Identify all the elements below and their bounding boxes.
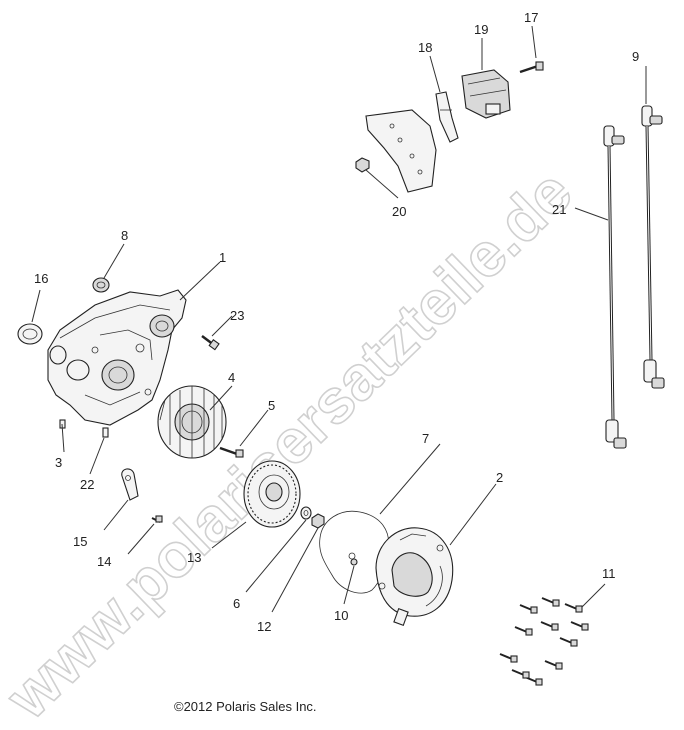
callout-12: 12 xyxy=(257,619,271,634)
callout-9: 9 xyxy=(632,49,639,64)
callout-14: 14 xyxy=(97,554,111,569)
callout-numbers: 1 2 3 4 5 6 7 8 9 10 11 12 13 14 15 16 1… xyxy=(34,10,639,634)
callout-5: 5 xyxy=(268,398,275,413)
callout-4: 4 xyxy=(228,370,235,385)
callout-6: 6 xyxy=(233,596,240,611)
part-10-plug xyxy=(350,558,358,566)
callout-23: 23 xyxy=(230,308,244,323)
part-19-regulator xyxy=(461,69,511,119)
callout-20: 20 xyxy=(392,204,406,219)
part-17-bolt xyxy=(519,61,544,74)
part-4-stator xyxy=(157,385,227,459)
leader-lines xyxy=(31,25,647,613)
callout-18: 18 xyxy=(418,40,432,55)
copyright-text: ©2012 Polaris Sales Inc. xyxy=(174,699,317,714)
callout-11: 11 xyxy=(602,566,616,581)
part-1-crankcase-cover xyxy=(47,289,187,426)
part-2-stator-cover xyxy=(375,527,454,626)
part-5-bolt xyxy=(219,446,244,458)
part-21-lead xyxy=(603,125,627,449)
part-13-flywheel xyxy=(243,460,301,528)
part-12-nut xyxy=(311,513,325,529)
callout-16: 16 xyxy=(34,271,48,286)
part-20-nut xyxy=(355,157,370,173)
part-14-screw xyxy=(151,515,163,523)
callout-19: 19 xyxy=(474,22,488,37)
callout-2: 2 xyxy=(496,470,503,485)
callout-1: 1 xyxy=(219,250,226,265)
callout-13: 13 xyxy=(187,550,201,565)
callout-15: 15 xyxy=(73,534,87,549)
part-23-bolt xyxy=(201,335,220,351)
part-8-bearing xyxy=(92,277,110,293)
callout-3: 3 xyxy=(55,455,62,470)
part-16-seal xyxy=(17,323,43,345)
callout-10: 10 xyxy=(334,608,348,623)
part-15-bracket xyxy=(121,468,139,501)
part-9-lead xyxy=(641,105,665,389)
part-11-bolt-set xyxy=(499,597,589,686)
part-6-washer xyxy=(300,506,312,520)
callout-22: 22 xyxy=(80,477,94,492)
callout-17: 17 xyxy=(524,10,538,25)
watermark: www.polarisersatzteile.de xyxy=(0,157,585,730)
part-18-bracket xyxy=(435,91,459,143)
part-mounting-plate xyxy=(365,109,437,193)
callout-8: 8 xyxy=(121,228,128,243)
callout-21: 21 xyxy=(552,202,566,217)
part-22-dowel xyxy=(102,427,109,438)
callout-7: 7 xyxy=(422,431,429,446)
